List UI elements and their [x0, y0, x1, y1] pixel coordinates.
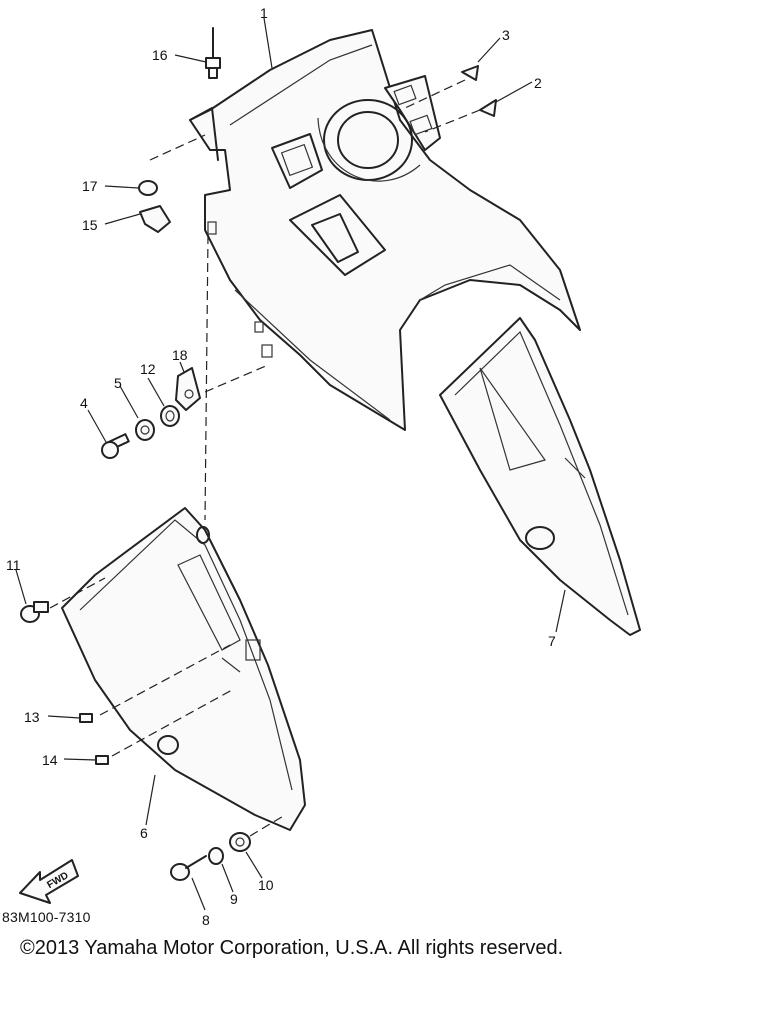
part-4-bolt — [101, 433, 130, 459]
part-8-bolt — [170, 855, 207, 881]
part-12-washer — [160, 405, 180, 427]
label-part-1: 1 — [260, 5, 268, 21]
console-cover-part — [189, 29, 581, 431]
label-part-9: 9 — [230, 891, 238, 907]
label-part-6: 6 — [140, 825, 148, 841]
part-13-cap — [79, 713, 93, 723]
label-part-12: 12 — [140, 361, 156, 377]
part-3-clip — [461, 65, 479, 81]
label-part-14: 14 — [42, 752, 58, 768]
assembly-lines — [49, 79, 481, 837]
label-part-3: 3 — [502, 27, 510, 43]
label-part-16: 16 — [152, 47, 168, 63]
copyright-notice: ©2013 Yamaha Motor Corporation, U.S.A. A… — [20, 937, 564, 959]
part-2-clip — [479, 99, 497, 117]
label-part-10: 10 — [258, 877, 274, 893]
part-labels: 1 2 3 4 5 6 7 8 9 10 11 12 13 14 15 16 1… — [6, 5, 556, 928]
forward-arrow-icon: FWD — [19, 859, 79, 904]
leader-lines — [15, 17, 566, 911]
label-part-7: 7 — [548, 633, 556, 649]
label-part-5: 5 — [114, 375, 122, 391]
label-part-4: 4 — [80, 395, 88, 411]
label-part-8: 8 — [202, 912, 210, 928]
right-side-panel-part — [439, 317, 641, 636]
part-15-clamp — [139, 205, 171, 233]
label-part-11: 11 — [6, 557, 21, 573]
part-5-nut — [135, 419, 155, 441]
part-16-screw — [205, 27, 221, 79]
left-side-panel-part — [61, 507, 306, 831]
diagram-code: 83M100-7310 — [2, 909, 91, 925]
part-9-washer — [208, 847, 224, 865]
label-part-18: 18 — [172, 347, 188, 363]
part-17-grommet — [138, 180, 158, 196]
label-part-15: 15 — [82, 217, 98, 233]
part-11-screw — [20, 601, 49, 623]
part-10-collar — [229, 832, 251, 852]
part-14-cap — [95, 755, 109, 765]
label-part-2: 2 — [534, 75, 542, 91]
label-part-13: 13 — [24, 709, 40, 725]
label-part-17: 17 — [82, 178, 98, 194]
part-18-bracket — [175, 367, 201, 411]
